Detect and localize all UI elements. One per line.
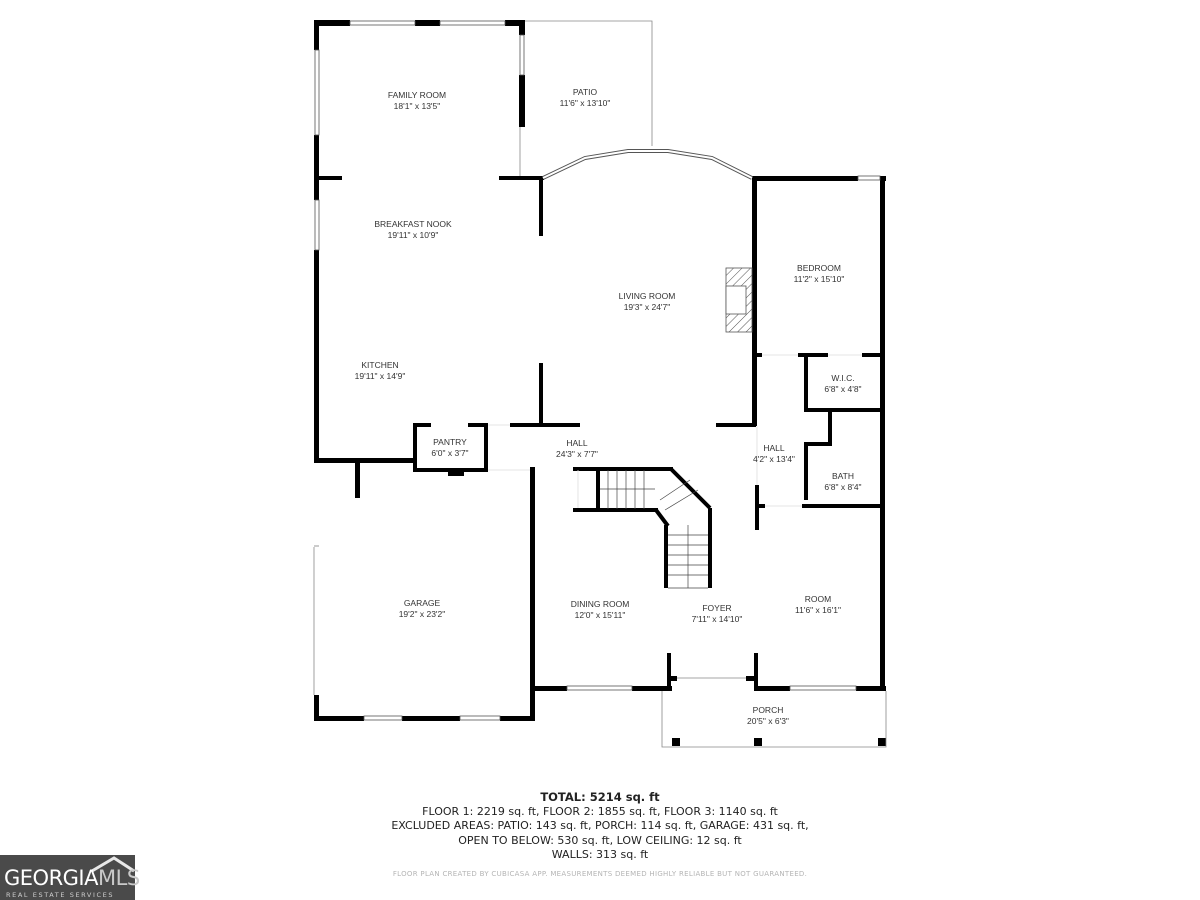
room-name: FOYER — [702, 603, 732, 613]
open-low-areas: OPEN TO BELOW: 530 sq. ft, LOW CEILING: … — [458, 833, 742, 847]
room-name: GARAGE — [403, 598, 441, 608]
room-size: 6'8" x 4'8" — [824, 384, 862, 394]
roof-icon — [91, 856, 135, 873]
floor-areas: FLOOR 1: 2219 sq. ft, FLOOR 2: 1855 sq. … — [422, 804, 778, 818]
room-size: 6'0" x 3'7" — [431, 448, 469, 458]
room-name: BEDROOM — [797, 263, 841, 273]
excluded-areas: EXCLUDED AREAS: PATIO: 143 sq. ft, PORCH… — [391, 819, 809, 832]
room-size: 19'2" x 23'2" — [398, 609, 446, 619]
walls — [314, 20, 886, 746]
room-size: 12'0" x 15'11" — [574, 610, 626, 620]
room-size: 20'5" x 6'3" — [747, 716, 789, 726]
room-name: PATIO — [572, 87, 598, 97]
georgia-mls-logo: GEORGIAMLS REAL ESTATE SERVICES — [0, 855, 140, 900]
room-name: HALL — [763, 443, 785, 453]
room-size: 19'11" x 10'9" — [387, 230, 439, 240]
room-size: 19'11" x 14'9" — [354, 371, 406, 381]
room-size: 11'6" x 16'1" — [795, 605, 841, 615]
room-name: BREAKFAST NOOK — [374, 219, 452, 229]
logo-wordmark: GEORGIAMLS — [4, 866, 140, 890]
disclaimer: FLOOR PLAN CREATED BY CUBICASA APP. MEAS… — [392, 870, 808, 878]
room-name: PANTRY — [433, 437, 467, 447]
logo-brand-accent: MLS — [98, 866, 140, 890]
room-size: 11'6" x 13'10" — [559, 98, 611, 108]
room-name: DINING ROOM — [570, 599, 630, 609]
room-size: 24'3" x 7'7" — [556, 449, 598, 459]
room-size: 18'1" x 13'5" — [393, 101, 441, 111]
room-name: KITCHEN — [361, 360, 399, 370]
room-size: 11'2" x 15'10" — [793, 274, 845, 284]
total-area: TOTAL: 5214 sq. ft — [540, 790, 660, 804]
room-wic: W.I.C.6'8" x 4'8" — [824, 373, 861, 395]
room-size: 7'11" x 14'10" — [691, 614, 743, 624]
logo-subtitle: REAL ESTATE SERVICES — [6, 891, 115, 899]
room-name: FAMILY ROOM — [387, 90, 447, 100]
room-size: 6'8" x 8'4" — [824, 482, 862, 492]
room-size: 4'2" x 13'4" — [753, 454, 795, 464]
room-name: ROOM — [804, 594, 832, 604]
logo-brand-main: GEORGIA — [4, 866, 99, 890]
room-name: LIVING ROOM — [618, 291, 676, 301]
room-name: HALL — [566, 438, 588, 448]
walls-area: WALLS: 313 sq. ft — [551, 848, 649, 861]
area-summary: TOTAL: 5214 sq. ft FLOOR 1: 2219 sq. ft,… — [0, 790, 1200, 863]
room-name: PORCH — [752, 705, 784, 715]
room-name: BATH — [831, 471, 855, 481]
room-name: W.I.C. — [831, 373, 855, 383]
room-size: 19'3" x 24'7" — [623, 302, 671, 312]
